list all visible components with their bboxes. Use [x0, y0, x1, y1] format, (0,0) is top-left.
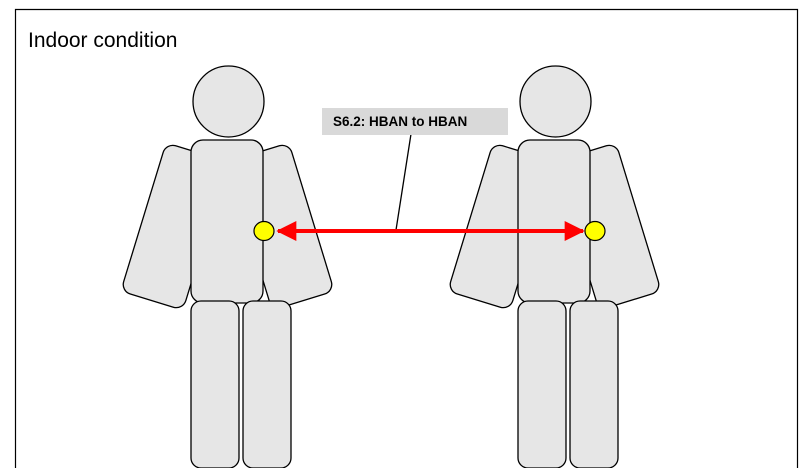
left-human-figure: [120, 65, 335, 468]
right-sensor-node: [584, 220, 606, 242]
left-sensor-node: [253, 220, 275, 242]
callout-label: S6.2: HBAN to HBAN: [333, 114, 467, 129]
frame-border: [14, 8, 799, 468]
frame-title: Indoor condition: [28, 29, 177, 52]
callout-leader-line: [395, 133, 412, 231]
callout-box: [322, 108, 508, 135]
